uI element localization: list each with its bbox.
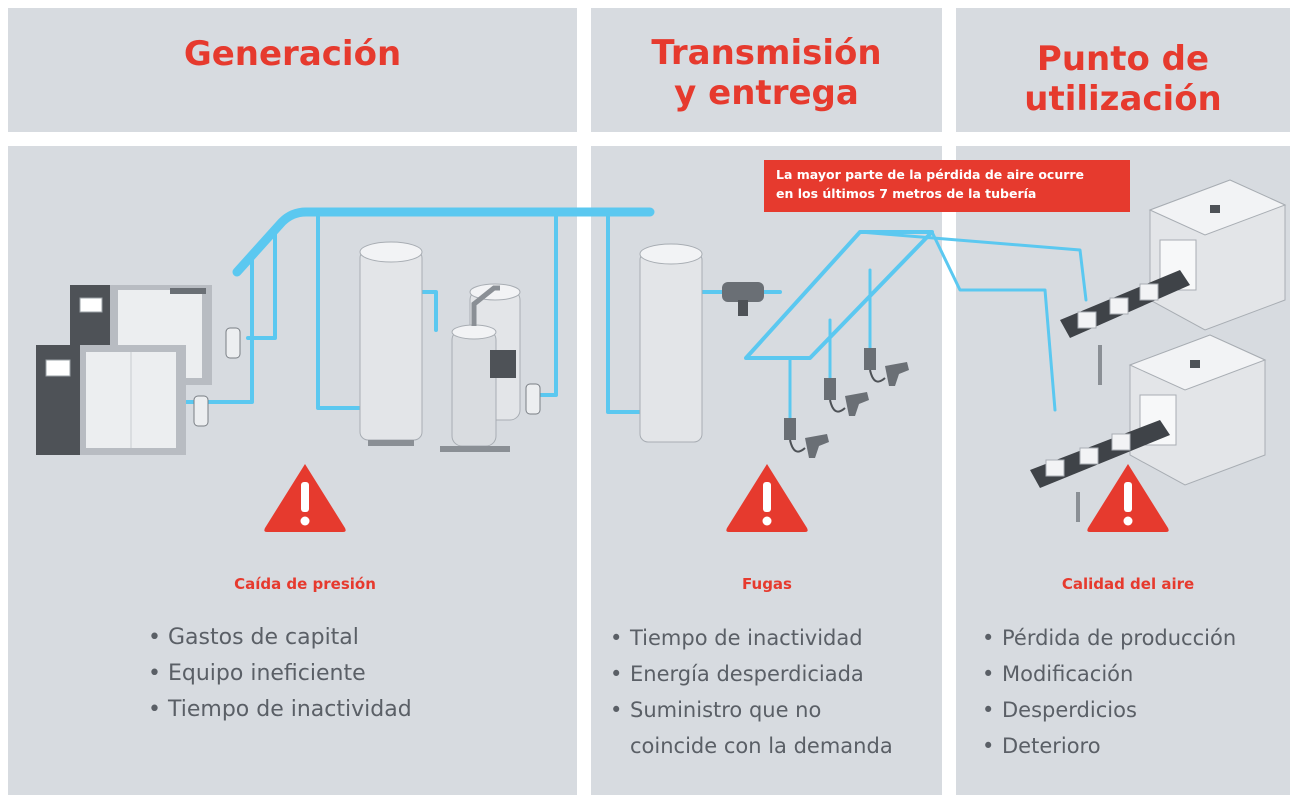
callout-line: en los últimos 7 metros de la tubería (776, 186, 1037, 201)
list-item: •Deterioro (982, 734, 1101, 758)
air-loss-callout: La mayor parte de la pérdida de aire ocu… (764, 160, 1130, 212)
title-line: Generación (183, 34, 402, 74)
header-panel-point-of-use (956, 8, 1290, 132)
impact-list-transmission: •Tiempo de inactividad •Energía desperdi… (608, 620, 893, 764)
list-item: coincide con la demanda (630, 734, 893, 758)
risk-label-generation: Caída de presión (234, 575, 376, 593)
list-item: •Tiempo de inactividad (610, 626, 863, 650)
filter-icon (193, 327, 541, 427)
callout-line: La mayor parte de la pérdida de aire ocu… (776, 167, 1085, 182)
title-line: utilización (1024, 79, 1222, 119)
warning-triangle-icon (264, 464, 346, 532)
list-item: •Modificación (982, 662, 1134, 686)
header-panel-transmission (591, 8, 942, 132)
risk-label-point-of-use: Calidad del aire (1061, 575, 1195, 593)
impact-list-point-of-use: •Pérdida de producción •Modificación •De… (980, 620, 1236, 764)
receiver-tank-icon (359, 241, 423, 446)
regulator-icon (722, 282, 764, 316)
title-line: Transmisión (651, 33, 882, 73)
title-line: y entrega (674, 73, 859, 113)
list-item: •Gastos de capital (148, 625, 359, 650)
compressor-icon (70, 285, 212, 385)
compressor-icon (36, 345, 186, 455)
air-tool-icon (864, 348, 909, 386)
section-title-point-of-use: Punto de utilización (956, 36, 1290, 122)
section-title-transmission: Transmisión y entrega (591, 30, 942, 116)
air-tool-icon (784, 418, 829, 458)
dryer-icon (440, 283, 521, 452)
list-item: •Energía desperdiciada (610, 662, 864, 686)
list-item: •Tiempo de inactividad (148, 697, 412, 722)
list-item: •Equipo ineficiente (148, 661, 366, 686)
conveyor-machine-icon (1060, 179, 1287, 385)
warning-triangle-icon (726, 464, 808, 532)
receiver-tank-icon (639, 243, 703, 443)
risk-label-transmission: Fugas (742, 575, 792, 593)
piping (178, 207, 1088, 420)
list-item: •Pérdida de producción (982, 626, 1237, 650)
warning-triangle-icon (1087, 464, 1169, 532)
title-line: Punto de (1036, 39, 1210, 79)
header-panel-generation (8, 8, 577, 132)
list-item: •Suministro que no (610, 698, 822, 722)
content-panel-generation (8, 146, 577, 795)
list-item: •Desperdicios (982, 698, 1137, 722)
impact-list-generation: •Gastos de capital •Equipo ineficiente •… (146, 620, 412, 728)
section-title-generation: Generación (8, 8, 577, 100)
air-tool-icon (824, 378, 869, 416)
conveyor-machine-icon (1030, 334, 1267, 522)
